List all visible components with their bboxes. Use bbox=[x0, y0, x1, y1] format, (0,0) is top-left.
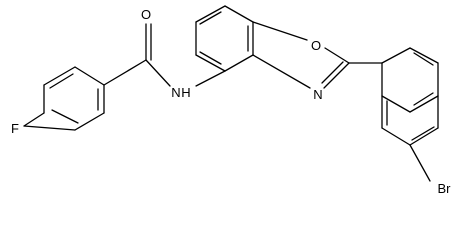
bond-line bbox=[409, 95, 439, 113]
chemical-structure-diagram: O N H F O N Br bbox=[11, 5, 451, 196]
bond-line bbox=[51, 109, 79, 124]
atom-label-oxazole-nitrogen: N bbox=[313, 87, 322, 102]
bond-line bbox=[195, 70, 226, 87]
bond-line bbox=[413, 52, 434, 66]
atom-label-oxazole-oxygen: O bbox=[311, 38, 321, 53]
atom-label-bromine: Br bbox=[438, 181, 452, 196]
bond-line bbox=[381, 95, 411, 113]
bond-line bbox=[195, 54, 226, 72]
bond-line bbox=[411, 126, 435, 141]
bond-line bbox=[224, 5, 254, 23]
bond-line bbox=[23, 125, 76, 131]
bond-line bbox=[409, 127, 439, 146]
bond-line bbox=[252, 54, 311, 89]
bond-line bbox=[381, 47, 411, 64]
atom-label-amide-nitrogen: N bbox=[171, 85, 180, 100]
bond-line bbox=[413, 92, 434, 106]
bond-line bbox=[409, 47, 439, 64]
bond-line bbox=[23, 112, 45, 127]
atom-label-carbonyl-oxygen: O bbox=[141, 7, 151, 22]
bond-line bbox=[252, 21, 308, 41]
bond-line bbox=[74, 112, 105, 131]
bond-line bbox=[145, 59, 171, 87]
bond-line bbox=[74, 66, 105, 86]
bond-line bbox=[49, 73, 74, 89]
atom-label-amide-hydrogen: H bbox=[181, 85, 190, 100]
bond-line bbox=[224, 54, 254, 72]
bond-line bbox=[195, 5, 226, 23]
bond-line bbox=[324, 47, 350, 64]
bond-line bbox=[409, 144, 431, 182]
bond-lines bbox=[23, 5, 439, 182]
atom-labels: O N H F O N Br bbox=[11, 7, 451, 196]
atom-label-fluorine: F bbox=[11, 121, 19, 136]
bond-line bbox=[199, 51, 222, 65]
bond-line bbox=[43, 66, 76, 86]
bond-line bbox=[199, 11, 222, 25]
bond-line bbox=[321, 61, 344, 84]
bond-line bbox=[381, 127, 411, 146]
bond-line bbox=[103, 59, 147, 86]
bond-line bbox=[323, 62, 350, 89]
